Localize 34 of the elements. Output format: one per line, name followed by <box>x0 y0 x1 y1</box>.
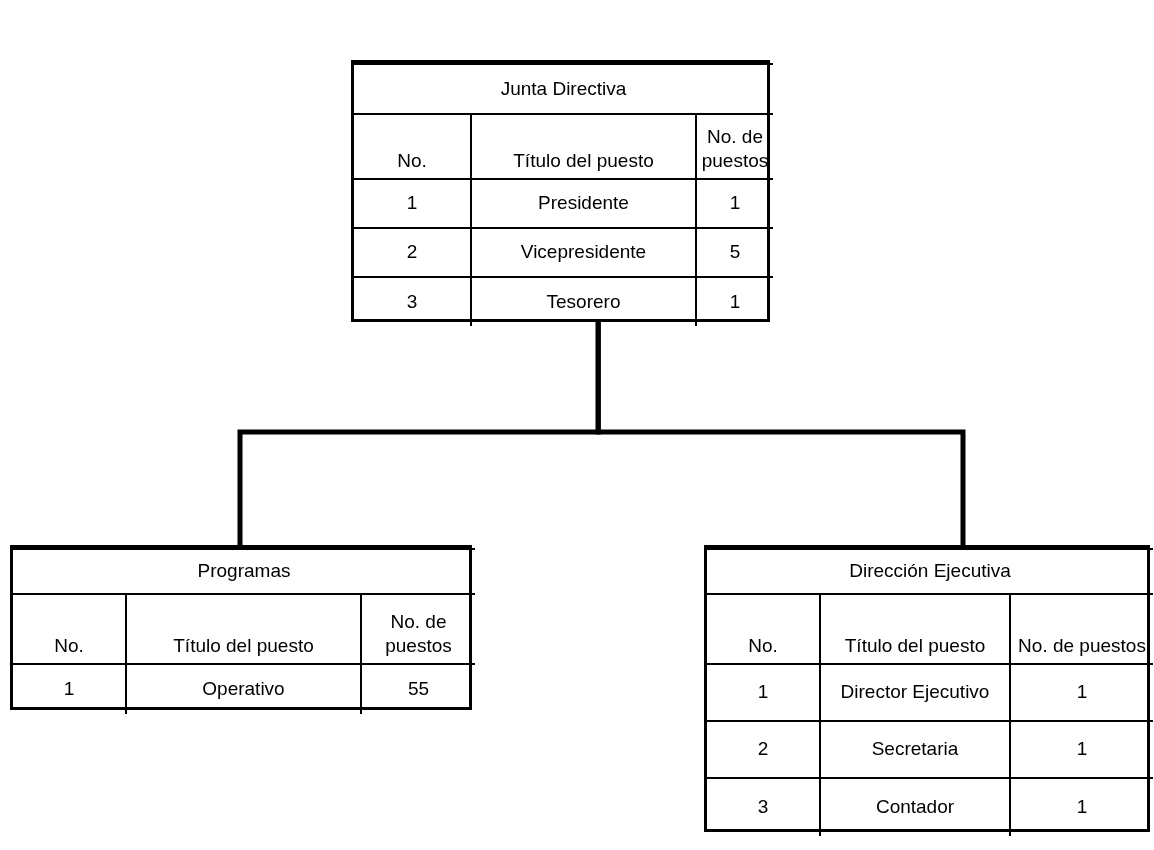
column-header: Título del puesto <box>844 634 986 659</box>
row-number: 3 <box>406 289 418 314</box>
position-count: 1 <box>1076 680 1088 705</box>
position-count: 55 <box>407 677 430 702</box>
row-number: 1 <box>757 680 769 705</box>
column-header: No. de puestos <box>700 124 770 174</box>
position-count: 1 <box>1076 795 1088 820</box>
job-title: Operativo <box>202 677 285 702</box>
position-count: 1 <box>1076 737 1088 762</box>
job-title: Vicepresidente <box>520 240 647 265</box>
connector-line <box>595 322 966 545</box>
column-header: No. <box>54 634 84 659</box>
table-title: Programas <box>197 560 291 582</box>
table-title: Dirección Ejecutiva <box>849 560 1011 582</box>
position-count: 5 <box>729 240 741 265</box>
job-title: Presidente <box>538 191 629 216</box>
row-number: 3 <box>757 795 769 820</box>
column-header: No. <box>748 634 778 659</box>
job-title: Secretaria <box>871 737 959 762</box>
position-count: 1 <box>729 289 741 314</box>
column-header: No. de puestos <box>1018 634 1146 659</box>
job-title: Director Ejecutivo <box>840 680 990 705</box>
column-header: Título del puesto <box>513 149 654 174</box>
table-title: Junta Directiva <box>500 77 627 99</box>
row-number: 1 <box>63 677 75 702</box>
job-title: Contador <box>875 795 955 820</box>
row-number: 2 <box>406 240 418 265</box>
row-number: 2 <box>757 737 769 762</box>
column-header: No. de puestos <box>384 609 453 659</box>
position-count: 1 <box>729 191 741 216</box>
job-title: Tesorero <box>546 289 621 314</box>
row-number: 1 <box>406 191 418 216</box>
column-header: Título del puesto <box>173 634 314 659</box>
column-header: No. <box>397 149 427 174</box>
